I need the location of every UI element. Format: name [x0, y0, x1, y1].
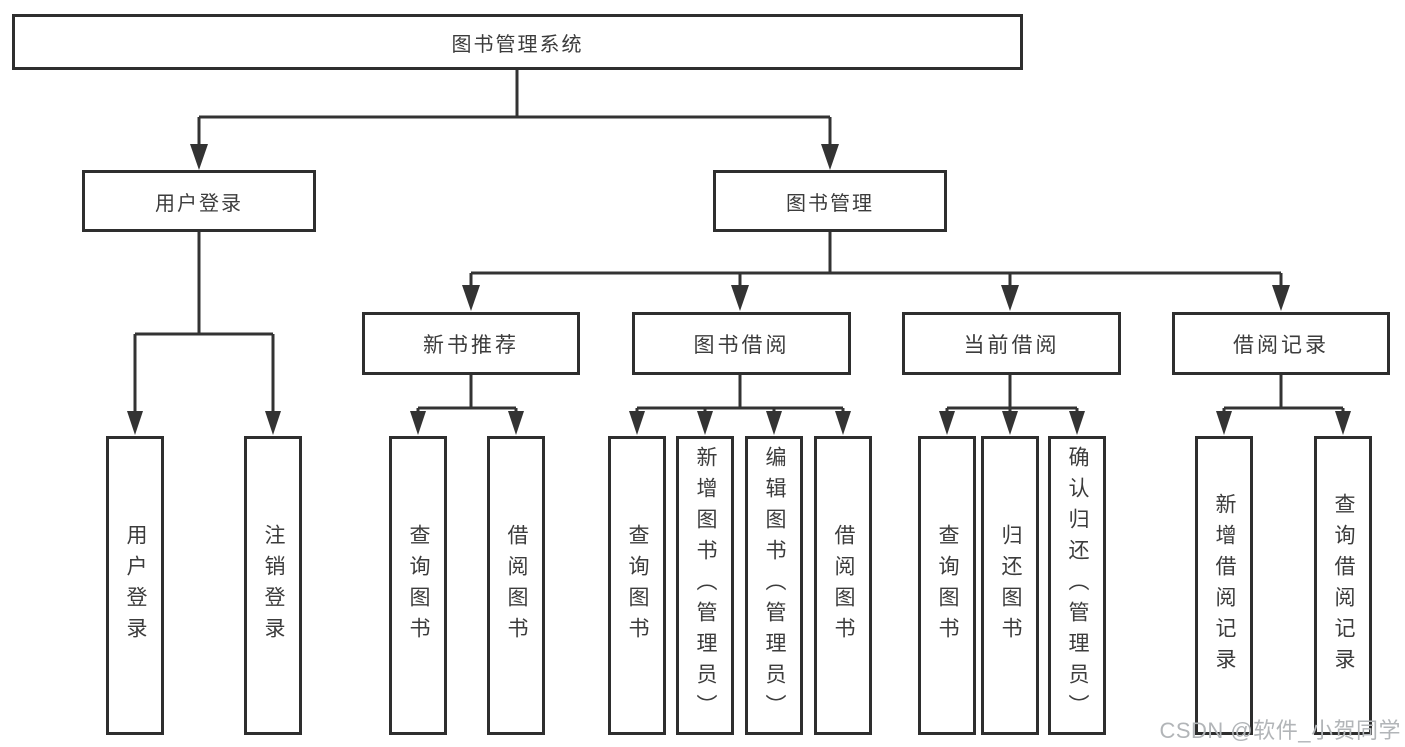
leaf-query-book-borrow: 查询图书 [608, 436, 666, 735]
leaf-confirm-return-admin: 确认归还（管理员） [1048, 436, 1106, 735]
edge-book-mgmt-children [462, 232, 1290, 311]
node-book-management: 图书管理 [713, 170, 947, 232]
node-borrow-record: 借阅记录 [1172, 312, 1390, 375]
leaf-return-book: 归还图书 [981, 436, 1039, 735]
node-current-borrow: 当前借阅 [902, 312, 1121, 375]
leaf-query-borrow-record: 查询借阅记录 [1314, 436, 1372, 735]
node-new-book-recommend: 新书推荐 [362, 312, 580, 375]
leaf-query-book-current: 查询图书 [918, 436, 976, 735]
leaf-add-borrow-record: 新增借阅记录 [1195, 436, 1253, 735]
leaf-add-book-admin: 新增图书（管理员） [676, 436, 734, 735]
edge-new-book-rec-children [410, 375, 524, 435]
node-book-borrow: 图书借阅 [632, 312, 851, 375]
leaf-borrow-book-recommend: 借阅图书 [487, 436, 545, 735]
edge-current-borrow-children [939, 375, 1085, 435]
leaf-query-book-recommend: 查询图书 [389, 436, 447, 735]
leaf-user-login: 用户登录 [106, 436, 164, 735]
edge-borrow-record-children [1216, 375, 1351, 435]
edge-book-borrow-children [629, 375, 851, 435]
leaf-logout: 注销登录 [244, 436, 302, 735]
watermark-text: CSDN @软件_小贺同学 [1159, 718, 1401, 743]
leaf-borrow-book: 借阅图书 [814, 436, 872, 735]
edge-user-login-children [127, 232, 281, 435]
node-library-system: 图书管理系统 [12, 14, 1023, 70]
edge-root-to-level2 [190, 70, 839, 170]
leaf-edit-book-admin: 编辑图书（管理员） [745, 436, 803, 735]
node-user-login: 用户登录 [82, 170, 316, 232]
